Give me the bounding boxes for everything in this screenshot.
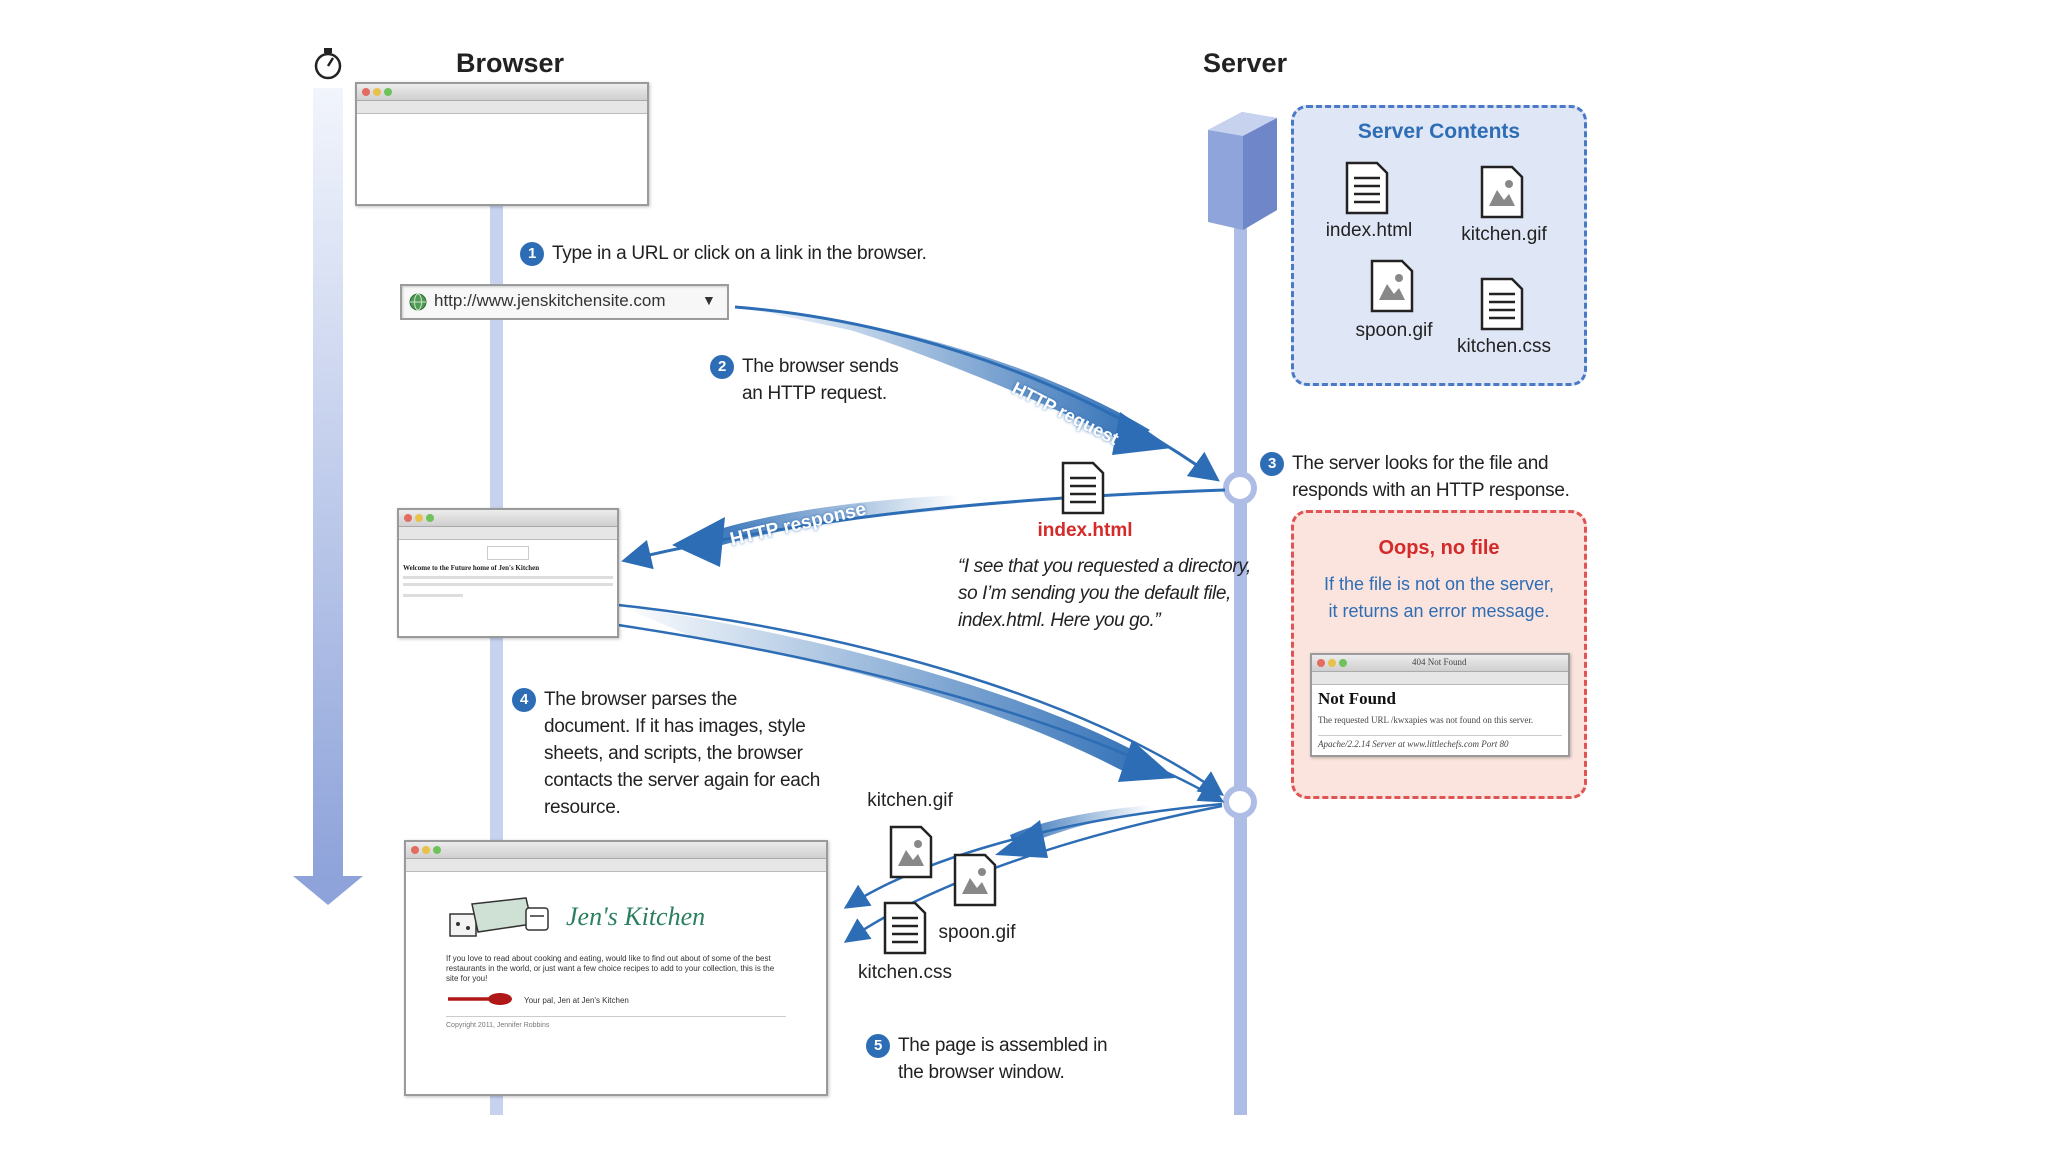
server-contents-title: Server Contents [1357, 120, 1521, 143]
document-icon [883, 901, 927, 955]
browser-window-final: Jen's Kitchen If you love to read about … [404, 840, 828, 1096]
browser-window-empty [355, 82, 649, 206]
resource-request-line-2 [617, 623, 1225, 803]
resource-response-band [1010, 805, 1150, 848]
image-file-icon [1480, 165, 1524, 219]
resource-label: kitchen.css [858, 962, 952, 983]
response-file-label: index.html [1037, 520, 1133, 541]
browser-header: Browser [456, 48, 565, 78]
site-title: Jen's Kitchen [566, 902, 706, 931]
url-text: http://www.jenskitchensite.com [434, 291, 666, 310]
error-title: Oops, no file [1378, 537, 1500, 559]
http-request-line [734, 305, 1220, 482]
image-file-icon [953, 853, 997, 907]
time-arrow-head [293, 876, 363, 905]
image-file-icon [1370, 259, 1414, 313]
http-response-line [621, 488, 1226, 570]
chevron-down-icon[interactable]: ▼ [702, 292, 716, 308]
http-request-band [730, 305, 1150, 445]
resource-label: kitchen.gif [867, 790, 953, 811]
file-label: kitchen.gif [1461, 224, 1547, 245]
error-description: If the file is not on the server,it retu… [1323, 574, 1555, 621]
file-label: kitchen.css [1457, 336, 1551, 357]
document-icon [1061, 461, 1105, 515]
globe-icon [409, 293, 427, 311]
spoon-icon [448, 993, 512, 1005]
file-label: spoon.gif [1355, 320, 1433, 341]
resource-request-head [1118, 740, 1175, 782]
resource-response-line-1 [843, 802, 1223, 909]
resource-response-head [995, 820, 1048, 858]
server-node-2 [1223, 785, 1257, 819]
server-node-1 [1223, 471, 1257, 505]
resource-label: spoon.gif [938, 922, 1016, 943]
server-timeline [1234, 220, 1247, 1115]
http-response-head [672, 517, 725, 567]
resource-request-line-1 [617, 603, 1225, 796]
resource-response-line-2 [843, 804, 1223, 943]
site-body: If you love to read about cooking and ea… [446, 954, 775, 983]
document-icon [1345, 161, 1389, 215]
image-file-icon [889, 825, 933, 879]
browser-window-response: Welcome to the Future home of Jen's Kitc… [397, 508, 619, 638]
server-header: Server [1203, 48, 1288, 78]
stopwatch-icon [314, 48, 342, 80]
error-box: Oops, no file If the file is not on the … [1291, 510, 1587, 799]
server-quote: “I see that you requested a directory, s… [958, 556, 1251, 631]
url-bar[interactable]: http://www.jenskitchensite.com ▼ [400, 284, 729, 320]
site-footer: Copyright 2011, Jennifer Robbins [446, 1022, 550, 1029]
kitchen-logo-icon [449, 897, 549, 937]
file-label: index.html [1325, 220, 1413, 241]
document-icon [1480, 277, 1524, 331]
error-window: 404 Not Found Not Found The requested UR… [1310, 653, 1570, 757]
site-signature: Your pal, Jen at Jen's Kitchen [524, 996, 629, 1005]
time-arrow-shaft [313, 88, 343, 878]
server-contents-box: Server Contents index.html kitchen.gif s… [1291, 105, 1587, 386]
